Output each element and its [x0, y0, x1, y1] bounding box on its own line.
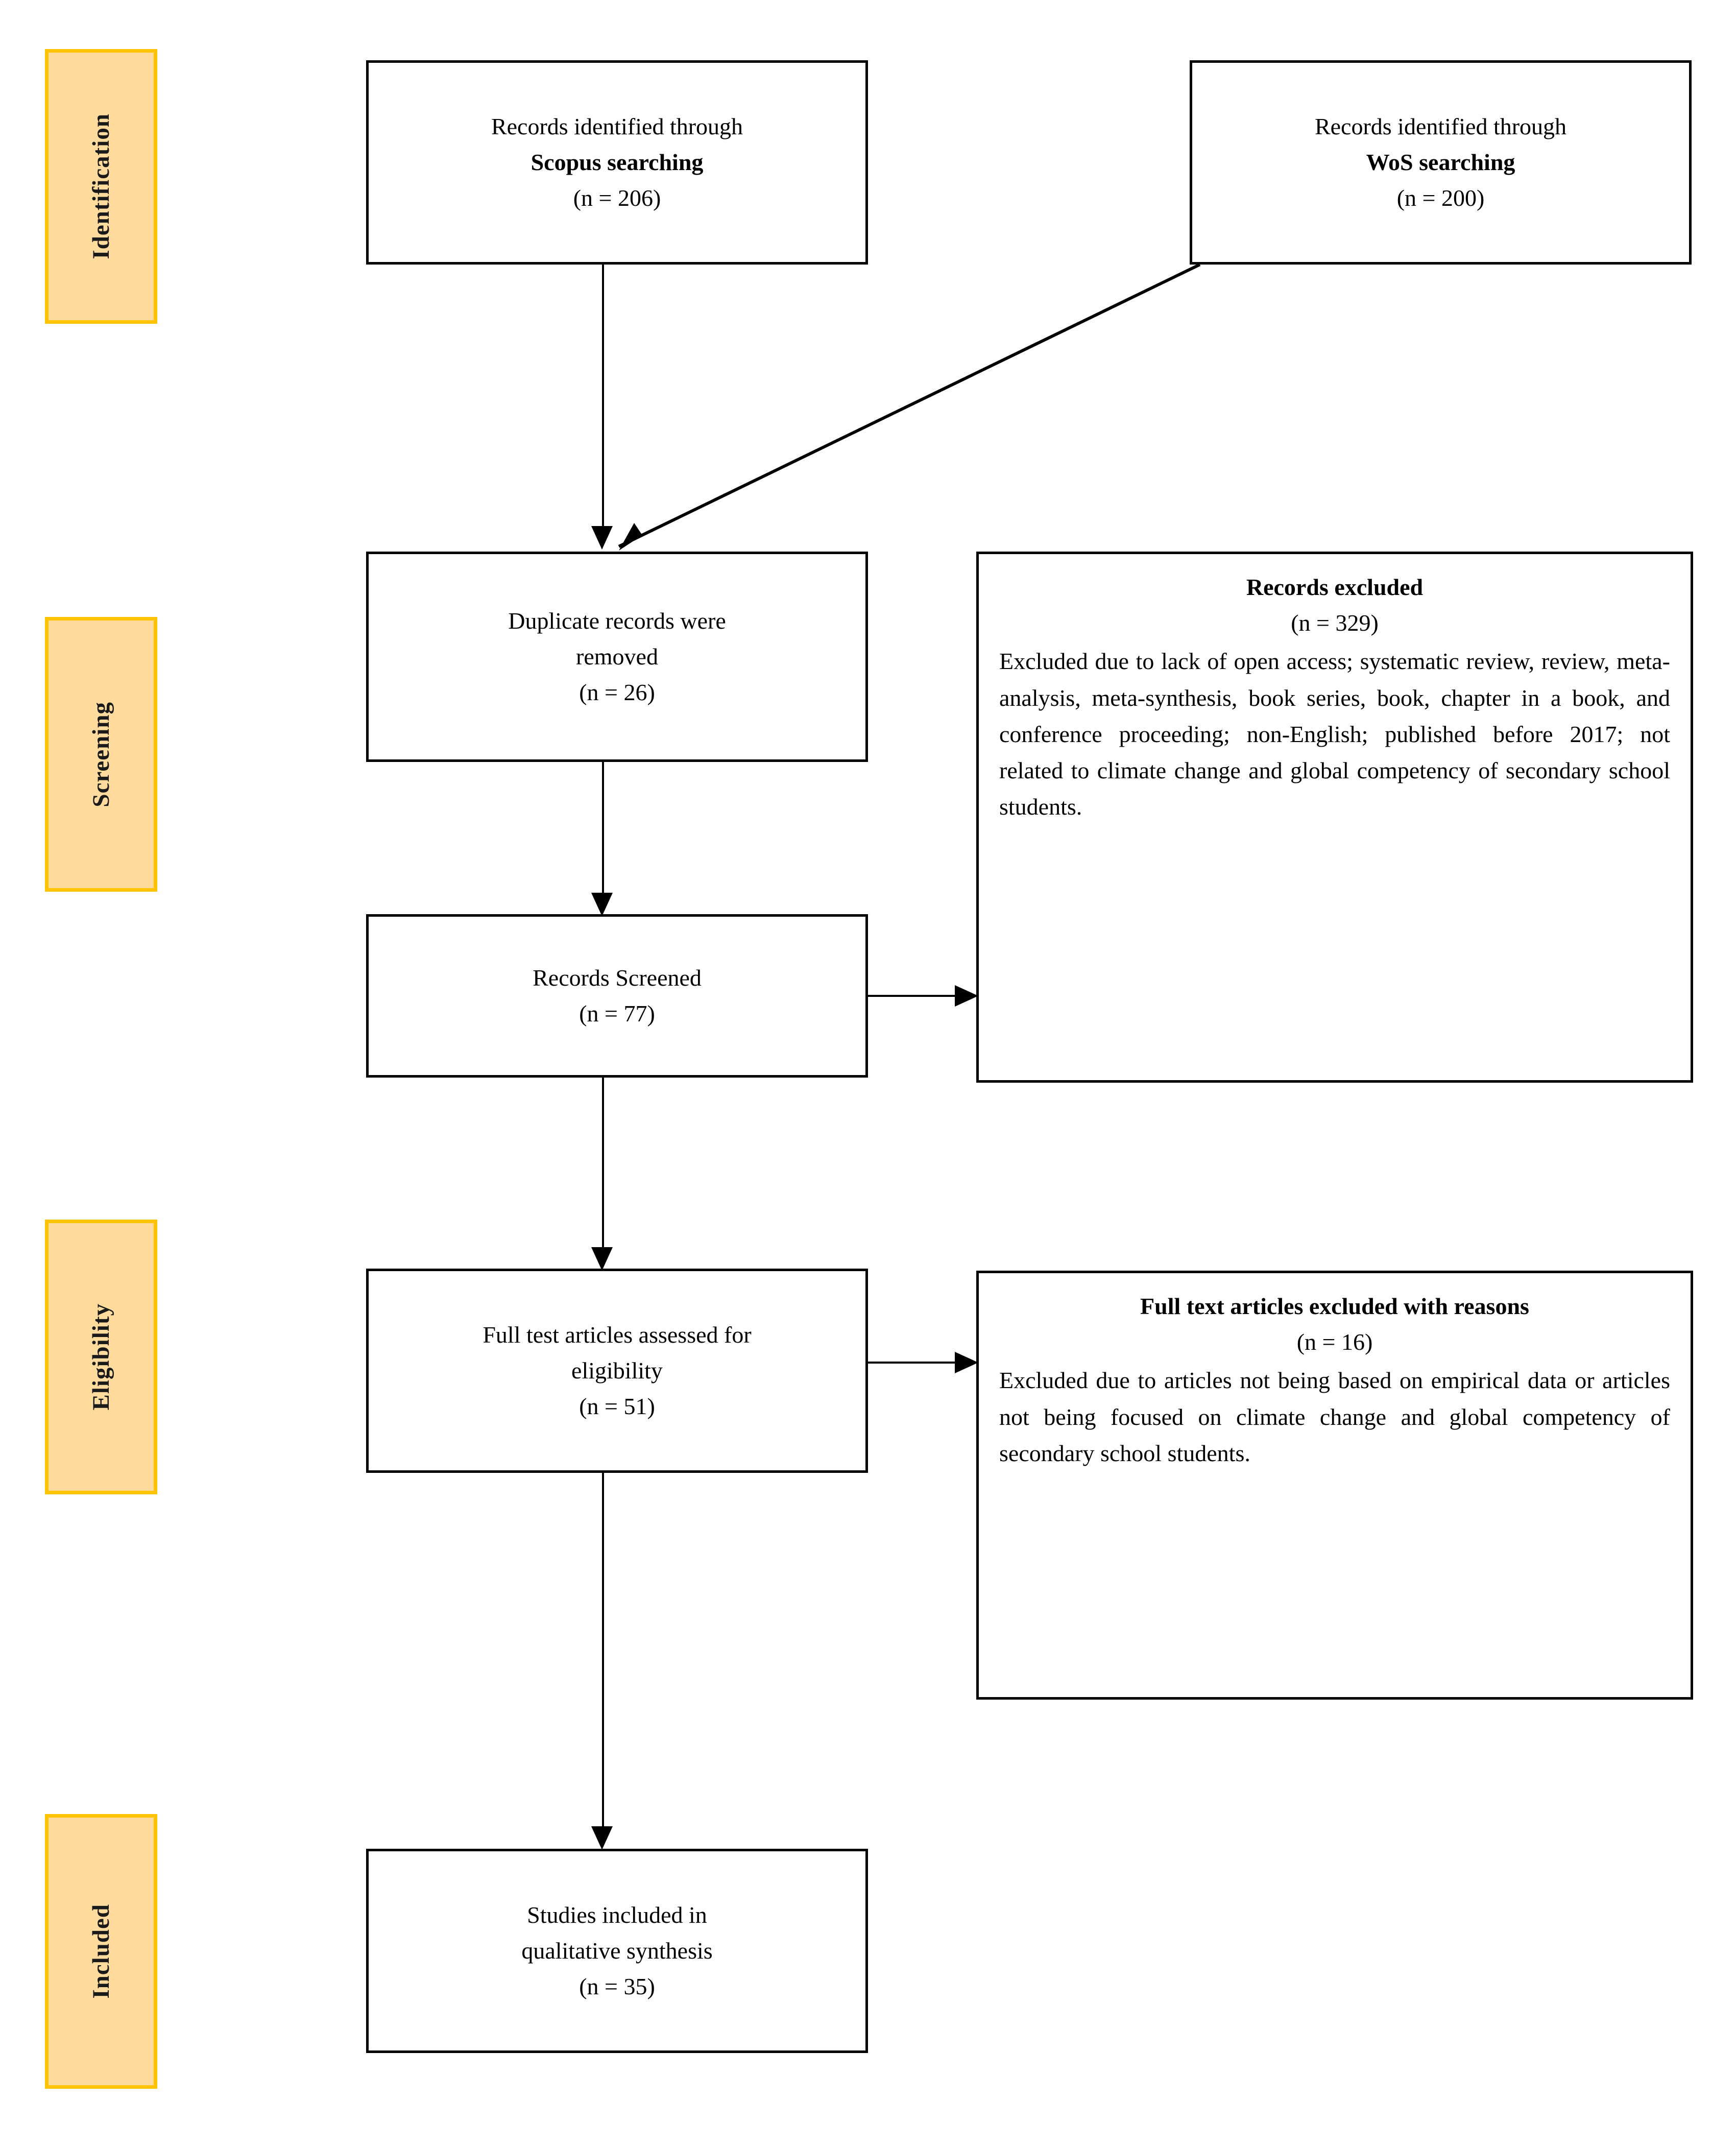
screened-line-1: Records Screened: [533, 965, 702, 991]
box-records-excluded: Records excluded (n = 329) Excluded due …: [976, 552, 1693, 1083]
fulltext-excluded-count: (n = 16): [1296, 1329, 1373, 1355]
eligibility-count: (n = 51): [579, 1393, 655, 1419]
included-count: (n = 35): [579, 1973, 655, 1999]
stage-label-screening: Screening: [88, 701, 114, 807]
stage-band-screening: Screening: [45, 617, 157, 892]
included-line-1: Studies included in: [527, 1902, 707, 1928]
records-excluded-count: (n = 329): [1291, 610, 1379, 636]
scopus-line-1: Records identified through: [491, 113, 743, 140]
box-fulltext-excluded-with-reasons: Full text articles excluded with reasons…: [976, 1271, 1693, 1700]
stage-band-eligibility: Eligibility: [45, 1220, 157, 1494]
stage-band-identification: Identification: [45, 49, 157, 324]
screened-count: (n = 77): [579, 1000, 655, 1027]
box-fulltext-assessed-eligibility: Full test articles assessed for eligibil…: [366, 1269, 868, 1473]
box-studies-included: Studies included in qualitative synthesi…: [366, 1849, 868, 2053]
stage-label-included: Included: [88, 1904, 114, 1999]
box-records-screened: Records Screened (n = 77): [366, 914, 868, 1078]
scopus-count: (n = 206): [573, 184, 661, 211]
box-records-identified-scopus: Records identified through Scopus search…: [366, 60, 868, 265]
records-excluded-title: Records excluded: [1246, 574, 1424, 600]
scopus-line-2: Scopus searching: [531, 149, 704, 176]
connector-wos-to-duplicates: [618, 263, 1201, 551]
duplicates-line-2: removed: [576, 643, 658, 670]
box-records-identified-wos: Records identified through WoS searching…: [1190, 60, 1692, 265]
fulltext-excluded-body: Excluded due to articles not being based…: [999, 1367, 1670, 1466]
stage-label-eligibility: Eligibility: [88, 1303, 114, 1411]
fulltext-excluded-title: Full text articles excluded with reasons: [1140, 1293, 1529, 1319]
box-duplicate-records-removed: Duplicate records were removed (n = 26): [366, 552, 868, 762]
wos-count: (n = 200): [1396, 184, 1485, 211]
eligibility-line-1: Full test articles assessed for: [483, 1322, 752, 1348]
stage-label-identification: Identification: [88, 113, 114, 259]
wos-line-1: Records identified through: [1314, 113, 1567, 140]
stage-band-included: Included: [45, 1814, 157, 2089]
wos-line-2: WoS searching: [1366, 149, 1515, 176]
included-line-2: qualitative synthesis: [521, 1938, 713, 1964]
records-excluded-body: Excluded due to lack of open access; sys…: [999, 648, 1670, 820]
duplicates-count: (n = 26): [579, 679, 655, 705]
duplicates-line-1: Duplicate records were: [508, 608, 726, 634]
eligibility-line-2: eligibility: [571, 1357, 663, 1384]
